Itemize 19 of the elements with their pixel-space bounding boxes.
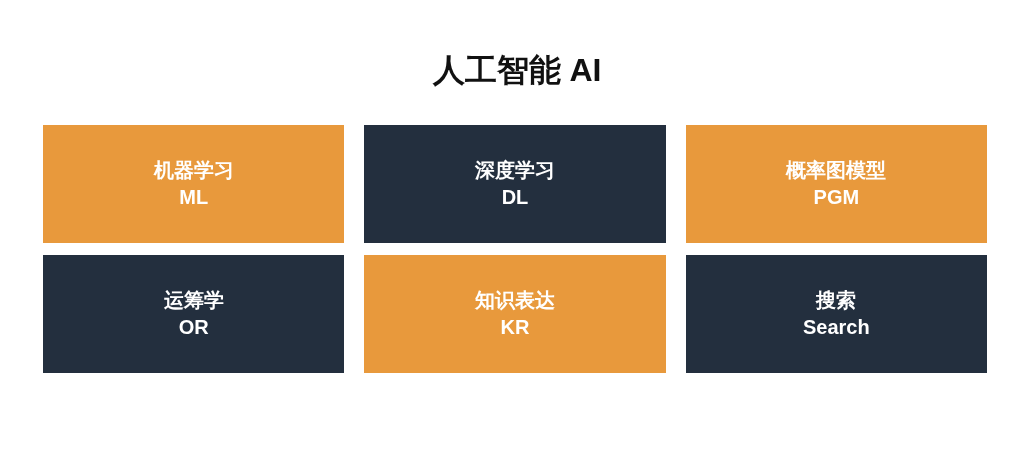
box-abbreviation: DL	[501, 185, 529, 210]
box-heading: 运筹学	[163, 288, 224, 313]
category-box	[685, 125, 987, 243]
category-box	[43, 255, 345, 373]
box-abbreviation: KR	[500, 315, 530, 340]
category-box	[685, 255, 987, 373]
box-abbreviation: OR	[178, 315, 209, 340]
box-heading: 机器学习	[153, 158, 234, 183]
box-heading: 概率图模型	[786, 158, 887, 183]
box-heading: 深度学习	[475, 158, 555, 183]
box-abbreviation: Search	[802, 315, 870, 340]
category-box	[43, 125, 345, 243]
box-abbreviation: PGM	[813, 185, 860, 210]
category-box	[364, 255, 666, 373]
box-abbreviation: ML	[179, 185, 209, 210]
diagram-title: 人工智能 AI	[432, 51, 602, 90]
category-box	[364, 125, 666, 243]
box-heading: 知识表达	[475, 288, 555, 313]
box-heading: 搜索	[816, 288, 857, 313]
